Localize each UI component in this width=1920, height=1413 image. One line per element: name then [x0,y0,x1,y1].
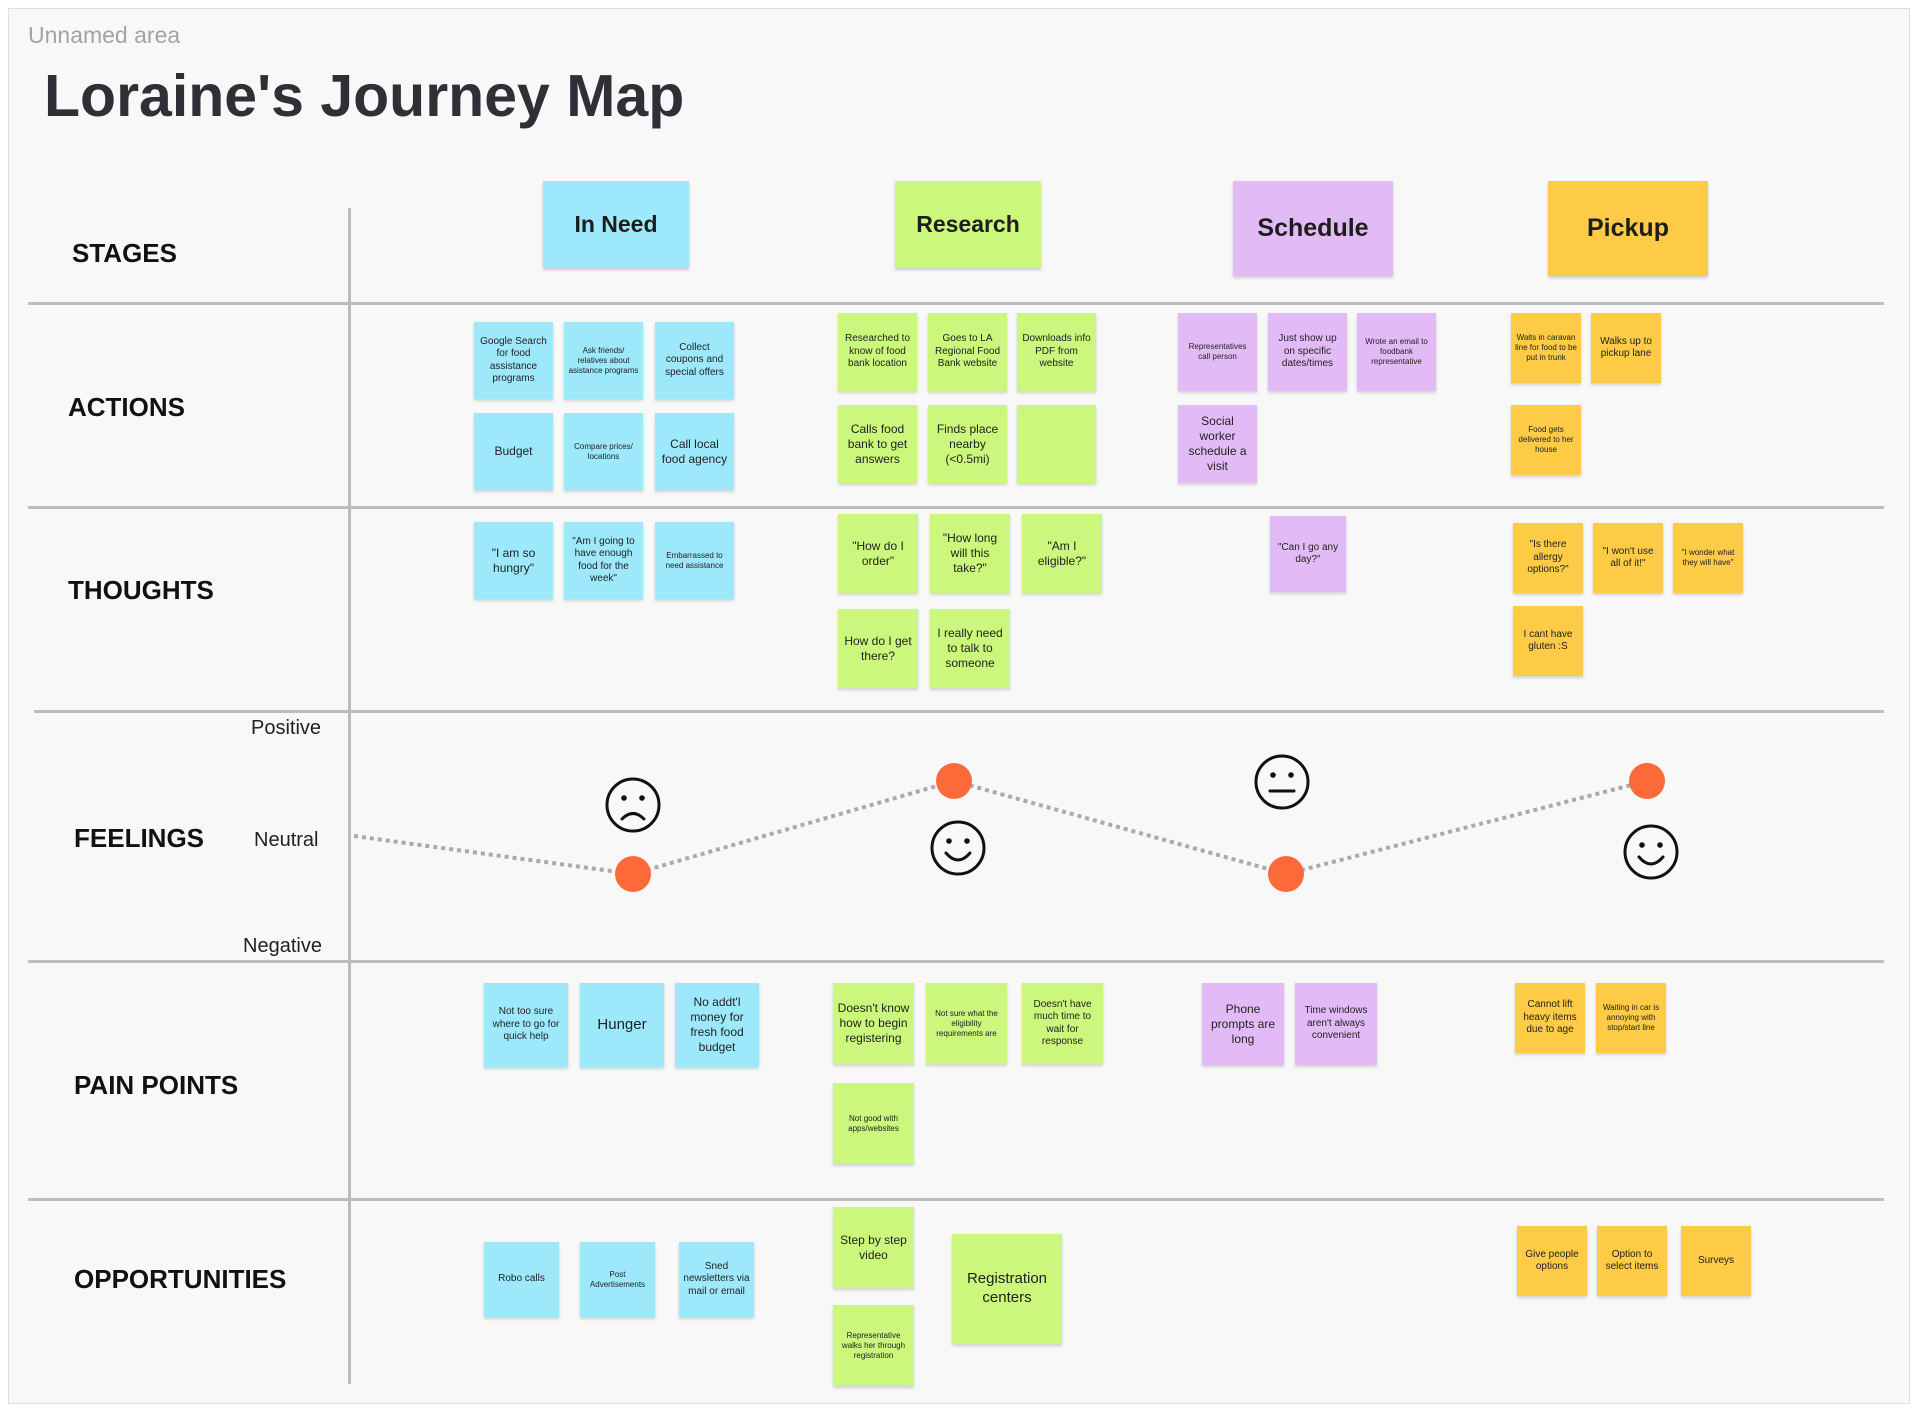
row-divider [28,506,1884,509]
row-label-stages: STAGES [72,238,177,268]
row-label-feelings: FEELINGS [74,823,205,853]
happy-face-icon [930,820,986,876]
sticky-note[interactable]: Calls food bank to get answers [838,405,917,483]
stage-in-need[interactable]: In Need [543,181,689,268]
sad-face-icon [605,777,661,833]
sticky-note[interactable]: "Am I going to have enough food for the … [564,522,643,599]
sticky-note[interactable]: Doesn't know how to begin registering [833,983,914,1064]
sticky-note[interactable]: Goes to LA Regional Food Bank website [928,313,1007,391]
sticky-note[interactable]: Cannot lift heavy items due to age [1515,983,1585,1053]
sticky-note[interactable]: Wrote an email to foodbank representativ… [1357,313,1436,391]
sticky-note[interactable]: Just show up on specific dates/times [1268,313,1347,391]
feeling-point-in-need[interactable] [615,856,651,892]
sticky-note[interactable]: Food gets delivered to her house [1511,405,1581,475]
sticky-note[interactable]: Doesn't have much time to wait for respo… [1022,983,1103,1064]
stage-schedule[interactable]: Schedule [1233,181,1393,276]
stage-research[interactable]: Research [895,181,1041,268]
feeling-point-schedule[interactable] [1268,856,1304,892]
page-title: Loraine's Journey Map [44,63,685,129]
sticky-note[interactable]: Option to select items [1597,1226,1667,1296]
sticky-note[interactable]: Collect coupons and special offers [655,322,734,399]
neutral-face-icon [1254,754,1310,810]
sticky-note[interactable]: Researched to know of food bank location [838,313,917,391]
sticky-note[interactable]: Not sure what the eligibility requiremen… [926,983,1007,1064]
label-column-divider [348,208,351,1384]
row-label-pain-points: PAIN POINTS [74,1070,239,1100]
happy-face-icon [1623,824,1679,880]
scale-label-negative: Negative [243,935,322,957]
sticky-note[interactable]: Call local food agency [655,413,734,490]
sticky-note[interactable]: Step by step video [833,1207,914,1288]
sticky-note[interactable]: Embarrassed to need assistance [655,522,734,599]
sticky-note[interactable]: Walks up to pickup lane [1591,313,1661,383]
sticky-note[interactable]: Ask friends/ relatives about asistance p… [564,322,643,399]
sticky-note[interactable]: Representatives call person [1178,313,1257,391]
sticky-note[interactable]: "How long will this take?" [930,514,1010,593]
sticky-note[interactable]: Google Search for food assistance progra… [474,322,553,399]
sticky-note[interactable]: "Can I go any day?" [1270,516,1346,592]
sticky-note[interactable]: Finds place nearby (<0.5mi) [928,405,1007,483]
sticky-note[interactable]: Social worker schedule a visit [1178,405,1257,483]
feeling-point-pickup[interactable] [1629,763,1665,799]
row-divider [28,302,1884,305]
row-label-thoughts: THOUGHTS [68,575,214,605]
feeling-point-research[interactable] [936,763,972,799]
sticky-note[interactable]: "Is there allergy options?" [1513,523,1583,593]
sticky-note[interactable]: "I wonder what they will have" [1673,523,1743,593]
row-divider [28,960,1884,963]
stage-pickup[interactable]: Pickup [1548,181,1708,276]
row-divider [28,1198,1884,1201]
sticky-note[interactable]: Budget [474,413,553,490]
row-divider [34,710,1884,713]
feelings-line [353,778,1648,877]
sticky-note[interactable]: Time windows aren't always convenient [1295,983,1377,1065]
scale-label-positive: Positive [251,717,322,739]
sticky-note[interactable]: Surveys [1681,1226,1751,1296]
sticky-note[interactable]: Representative walks her through registr… [833,1305,914,1386]
feelings-layer [353,754,1679,892]
sticky-note[interactable]: How do I get there? [838,609,918,688]
sticky-note[interactable]: Not good with apps/websites [833,1083,914,1164]
sticky-note[interactable]: "How do I order" [838,514,918,593]
sticky-note[interactable]: Robo calls [484,1242,559,1317]
sticky-note[interactable]: I cant have gluten :S [1513,606,1583,676]
sticky-note[interactable]: No addt'l money for fresh food budget [675,983,759,1067]
sticky-note[interactable]: Hunger [580,983,664,1067]
sticky-note[interactable]: Give people options [1517,1226,1587,1296]
sticky-note[interactable]: Phone prompts are long [1202,983,1284,1065]
sticky-note[interactable]: Not too sure where to go for quick help [484,983,568,1067]
area-label: Unnamed area [28,22,181,48]
sticky-note[interactable]: Waiting in car is annoying with stop/sta… [1596,983,1666,1053]
scale-label-neutral: Neutral [254,829,319,851]
sticky-note[interactable]: Sned newsletters via mail or email [679,1242,754,1317]
sticky-note[interactable]: Registration centers [952,1234,1062,1344]
sticky-note[interactable]: "I won't use all of it!" [1593,523,1663,593]
sticky-note[interactable]: Downloads info PDF from website [1017,313,1096,391]
row-label-actions: ACTIONS [68,392,185,422]
sticky-note-blank[interactable] [1017,405,1096,483]
sticky-note[interactable]: Waits in caravan line for food to be put… [1511,313,1581,383]
sticky-note[interactable]: "Am I eligible?" [1022,514,1102,593]
sticky-note[interactable]: "I am so hungry" [474,522,553,599]
sticky-note[interactable]: Compare prices/ locations [564,413,643,490]
row-label-opportunities: OPPORTUNITIES [74,1264,287,1294]
sticky-note[interactable]: Post Advertisements [580,1242,655,1317]
sticky-note[interactable]: I really need to talk to someone [930,609,1010,688]
